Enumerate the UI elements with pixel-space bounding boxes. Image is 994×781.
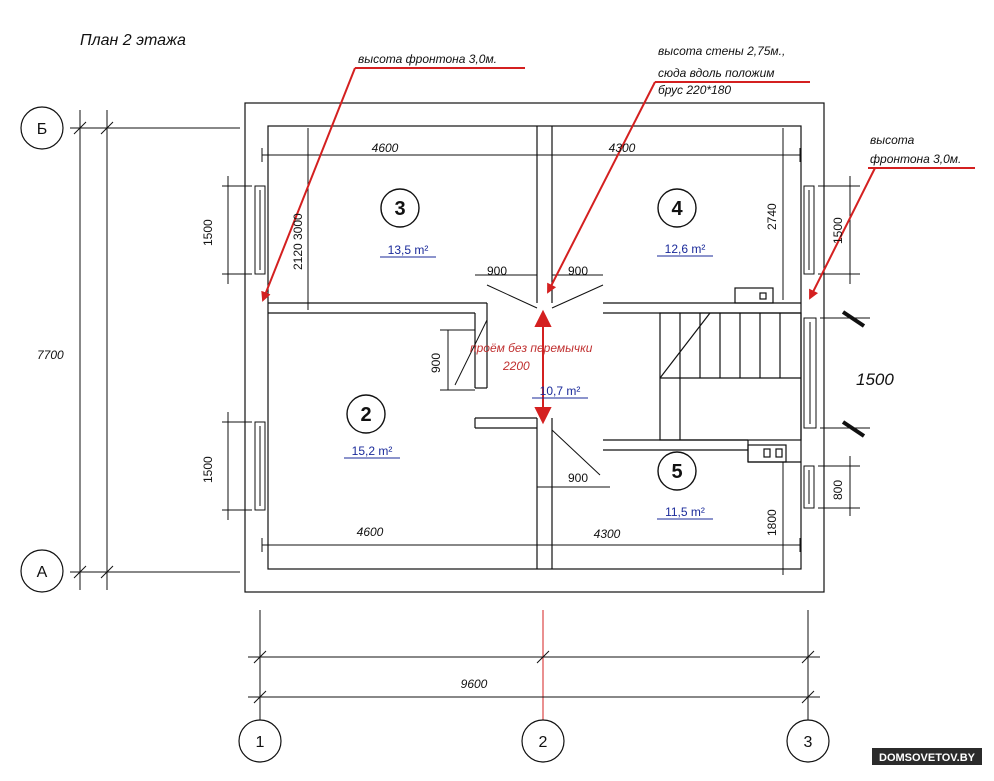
dim-bottom-left: 4600 — [357, 525, 384, 539]
arrow-wall — [547, 81, 656, 294]
note-wall-line1: высота стены 2,75м., — [658, 44, 785, 58]
rooms: 3 13,5 m² 4 12,6 m² 2 15,2 m² 5 11,5 m² … — [344, 188, 713, 520]
axis-col-1: 1 — [238, 719, 282, 763]
dim-room5-depth: 1800 — [765, 509, 779, 536]
arrow-gable-right — [809, 167, 876, 300]
room-5-area: 11,5 m² — [665, 505, 705, 519]
room-3: 3 13,5 m² — [380, 188, 436, 258]
dim-door-left-top: 900 — [487, 264, 507, 278]
dim-room3-depth-b: 3000 — [291, 213, 305, 240]
note-opening-line1: проём без перемычки — [470, 341, 593, 355]
dim-door-bottom: 900 — [568, 471, 588, 485]
dim-bottom-right: 4300 — [594, 527, 621, 541]
room-5: 5 11,5 m² — [657, 451, 713, 520]
room-4-area: 12,6 m² — [665, 242, 706, 256]
axis-row-bottom: А — [20, 549, 64, 593]
watermark: DOMSOVETOV.BY — [872, 748, 982, 765]
dim-win-right-top: 1500 — [831, 217, 845, 244]
red-annotations — [261, 67, 975, 425]
dim-room3-depth: 2120 — [291, 243, 305, 270]
axis-col-3-label: 3 — [804, 734, 813, 751]
room-2: 2 15,2 m² — [344, 394, 400, 459]
axis-col-1-label: 1 — [256, 734, 265, 751]
hall-area: 10,7 m² — [540, 384, 581, 398]
room-3-area: 13,5 m² — [388, 243, 429, 257]
arrow-gable-left — [261, 67, 356, 302]
dim-room4-depth: 2740 — [765, 203, 779, 230]
windows — [254, 185, 817, 511]
dim-top-right: 4300 — [609, 141, 636, 155]
note-opening-line2: 2200 — [502, 359, 530, 373]
stair-window — [803, 317, 817, 429]
watermark-text: DOMSOVETOV.BY — [879, 752, 976, 764]
axis-row-top: Б — [20, 106, 64, 150]
window-right-top — [803, 185, 815, 275]
room-3-number: 3 — [394, 198, 405, 220]
dim-stair-window: 1500 — [856, 370, 894, 389]
room-5-number: 5 — [671, 461, 682, 483]
dimension-texts: 4600 4300 4600 4300 9600 7700 1500 1500 … — [37, 141, 894, 691]
dim-overall-width: 9600 — [461, 677, 488, 691]
dim-top-left: 4600 — [372, 141, 399, 155]
door-swings — [454, 284, 604, 476]
exterior-wall-outline — [244, 102, 825, 593]
window-left-top — [254, 185, 266, 275]
axis-row-bottom-label: А — [37, 564, 48, 581]
plan-title: План 2 этажа — [80, 32, 186, 49]
dim-win-left-bottom: 1500 — [201, 456, 215, 483]
room-2-area: 15,2 m² — [352, 444, 393, 458]
room-2-number: 2 — [360, 404, 371, 426]
dimension-lines — [70, 110, 870, 720]
axis-col-2: 2 — [521, 719, 565, 763]
axis-col-3: 3 — [786, 719, 830, 763]
annotation-texts: высота фронтона 3,0м. высота стены 2,75м… — [358, 44, 961, 373]
dim-win-right-bottom: 800 — [831, 480, 845, 500]
dim-door-right-top: 900 — [568, 264, 588, 278]
note-gable-left: высота фронтона 3,0м. — [358, 52, 497, 66]
stair-window-ticks — [841, 310, 866, 438]
dim-overall-height: 7700 — [37, 348, 64, 362]
note-wall-line2: сюда вдоль положим — [658, 66, 774, 80]
note-gable-right-line1: высота — [870, 133, 915, 147]
interior-walls — [268, 126, 802, 569]
window-left-bottom — [254, 421, 266, 511]
axis-row-top-label: Б — [37, 121, 48, 138]
axis-bubbles: Б А 1 2 3 — [20, 106, 830, 763]
room-4: 4 12,6 m² — [657, 188, 713, 257]
room-4-number: 4 — [671, 198, 683, 220]
window-right-bottom — [803, 465, 815, 509]
note-gable-right-line2: фронтона 3,0м. — [870, 152, 961, 166]
axis-col-2-label: 2 — [539, 734, 548, 751]
dim-door-hall: 900 — [429, 353, 443, 373]
dim-win-left-top: 1500 — [201, 219, 215, 246]
note-wall-line3: брус 220*180 — [658, 83, 731, 97]
room-hall: 10,7 m² — [532, 384, 588, 399]
